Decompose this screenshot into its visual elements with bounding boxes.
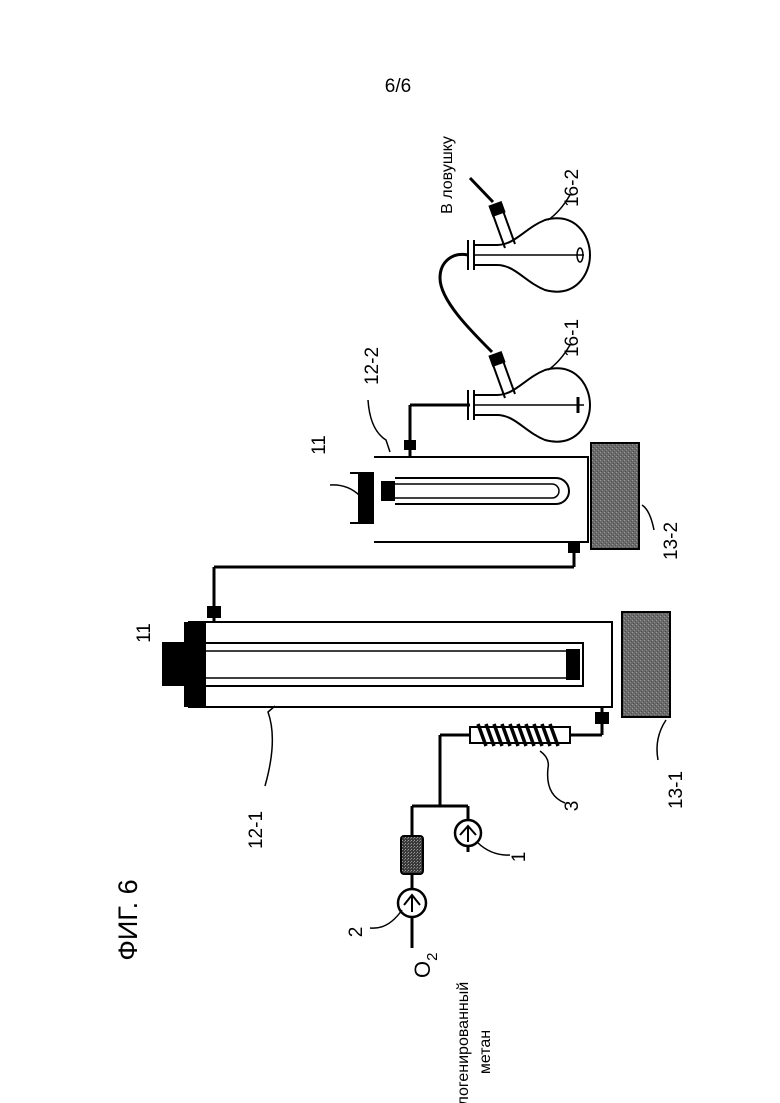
label-cap-2: 11 xyxy=(309,435,330,455)
label-methane-line2: метан xyxy=(477,1030,494,1074)
line-flask1-to-flask2 xyxy=(440,254,492,352)
pump-oxygen xyxy=(398,889,426,917)
label-flask-2: 16-2 xyxy=(562,169,583,207)
leader-pump-oxygen xyxy=(370,910,402,928)
figure-title: ФИГ. 6 xyxy=(113,879,143,960)
preheater-coil xyxy=(470,724,570,746)
label-heater-1: 13-1 xyxy=(666,771,687,809)
label-heater-2: 13-2 xyxy=(661,522,682,560)
label-reactor-1: 12-1 xyxy=(246,811,267,849)
line-reactor2-to-flask1 xyxy=(410,405,470,440)
reactor-2 xyxy=(350,440,588,553)
label-pump-methane: 1 xyxy=(509,852,530,863)
oxygen-subscript: 2 xyxy=(424,953,441,961)
heater-1 xyxy=(622,612,670,717)
label-methane-line1: Галогенированный xyxy=(455,982,472,1103)
reactor-1 xyxy=(162,606,612,724)
leader-preheater xyxy=(540,751,565,803)
label-oxygen: O2 xyxy=(410,953,441,978)
heater-2 xyxy=(591,443,639,549)
pump-methane xyxy=(455,820,481,846)
flask-2 xyxy=(468,201,590,292)
leader-pump-methane xyxy=(478,843,510,855)
leader-cap-2 xyxy=(330,485,360,496)
drying-column xyxy=(401,836,423,874)
oxygen-symbol: O xyxy=(410,961,435,978)
label-reactor-2: 12-2 xyxy=(362,347,383,385)
label-to-trap: В ловушку xyxy=(439,136,456,214)
line-to-trap xyxy=(470,178,493,202)
leader-heater-2 xyxy=(642,505,654,530)
line-reactor1-to-reactor2 xyxy=(214,553,574,606)
label-pump-oxygen: 2 xyxy=(346,927,367,938)
label-flask-1: 16-1 xyxy=(562,319,583,357)
label-cap-1: 11 xyxy=(134,623,155,643)
label-preheater: 3 xyxy=(562,801,583,812)
flask-1 xyxy=(468,351,590,442)
leader-reactor-1 xyxy=(265,706,275,786)
leader-reactor-2 xyxy=(368,400,390,452)
page-number: 6/6 xyxy=(385,76,411,97)
leader-heater-1 xyxy=(657,720,666,760)
